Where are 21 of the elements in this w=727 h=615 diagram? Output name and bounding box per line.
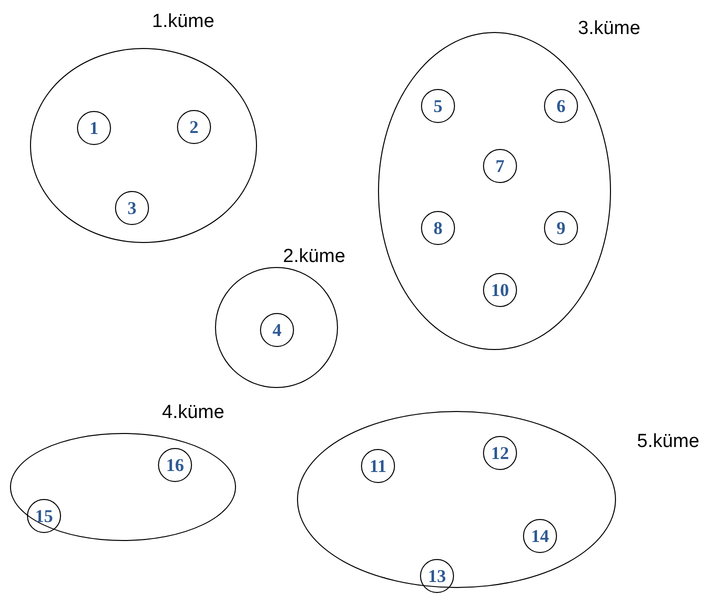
numbered-circle: 13 <box>420 559 454 593</box>
numbered-circle: 8 <box>421 211 455 245</box>
numbered-circle: 11 <box>361 449 395 483</box>
numbered-circle: 1 <box>77 111 111 145</box>
numbered-circle: 3 <box>115 191 149 225</box>
numbered-circle: 10 <box>483 273 517 307</box>
numbered-circle: 12 <box>483 436 517 470</box>
cluster-label: 3.küme <box>578 18 640 40</box>
numbered-circle: 9 <box>544 211 578 245</box>
numbered-circle: 2 <box>177 110 211 144</box>
cluster-label: 4.küme <box>162 402 224 424</box>
numbered-circle: 15 <box>27 499 61 533</box>
cluster-label: 5.küme <box>637 431 700 453</box>
cluster-label: 2.küme <box>283 246 346 268</box>
numbered-circle: 6 <box>544 89 578 123</box>
numbered-circle: 16 <box>158 448 192 482</box>
numbered-circle: 14 <box>523 519 557 553</box>
numbered-circle: 5 <box>421 89 455 123</box>
numbered-circle: 4 <box>260 313 294 347</box>
numbered-circle: 7 <box>483 149 517 183</box>
cluster-label: 1.küme <box>152 11 214 33</box>
